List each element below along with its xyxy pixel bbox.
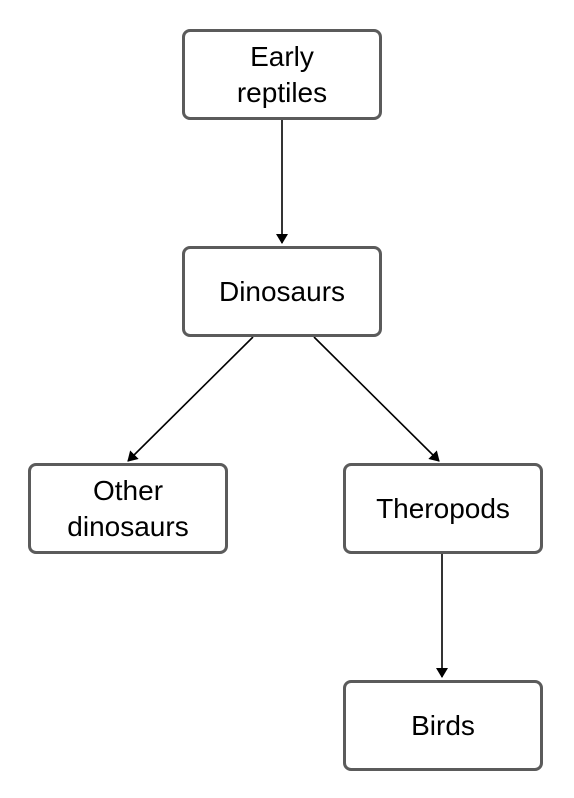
node-other-dinosaurs: Other dinosaurs xyxy=(28,463,228,554)
node-theropods: Theropods xyxy=(343,463,543,554)
node-early-reptiles-label: Early reptiles xyxy=(236,40,328,108)
node-theropods-label: Theropods xyxy=(376,492,510,524)
node-dinosaurs: Dinosaurs xyxy=(182,246,382,337)
node-birds-label: Birds xyxy=(411,709,475,741)
node-dinosaurs-label: Dinosaurs xyxy=(218,275,346,307)
node-other-dinosaurs-label: Other dinosaurs xyxy=(67,474,189,542)
node-early-reptiles: Early reptiles xyxy=(182,29,382,120)
node-birds: Birds xyxy=(343,680,543,771)
edge-dinosaurs-to-other-dinosaurs xyxy=(127,336,254,462)
edge-dinosaurs-to-theropods xyxy=(313,336,440,462)
